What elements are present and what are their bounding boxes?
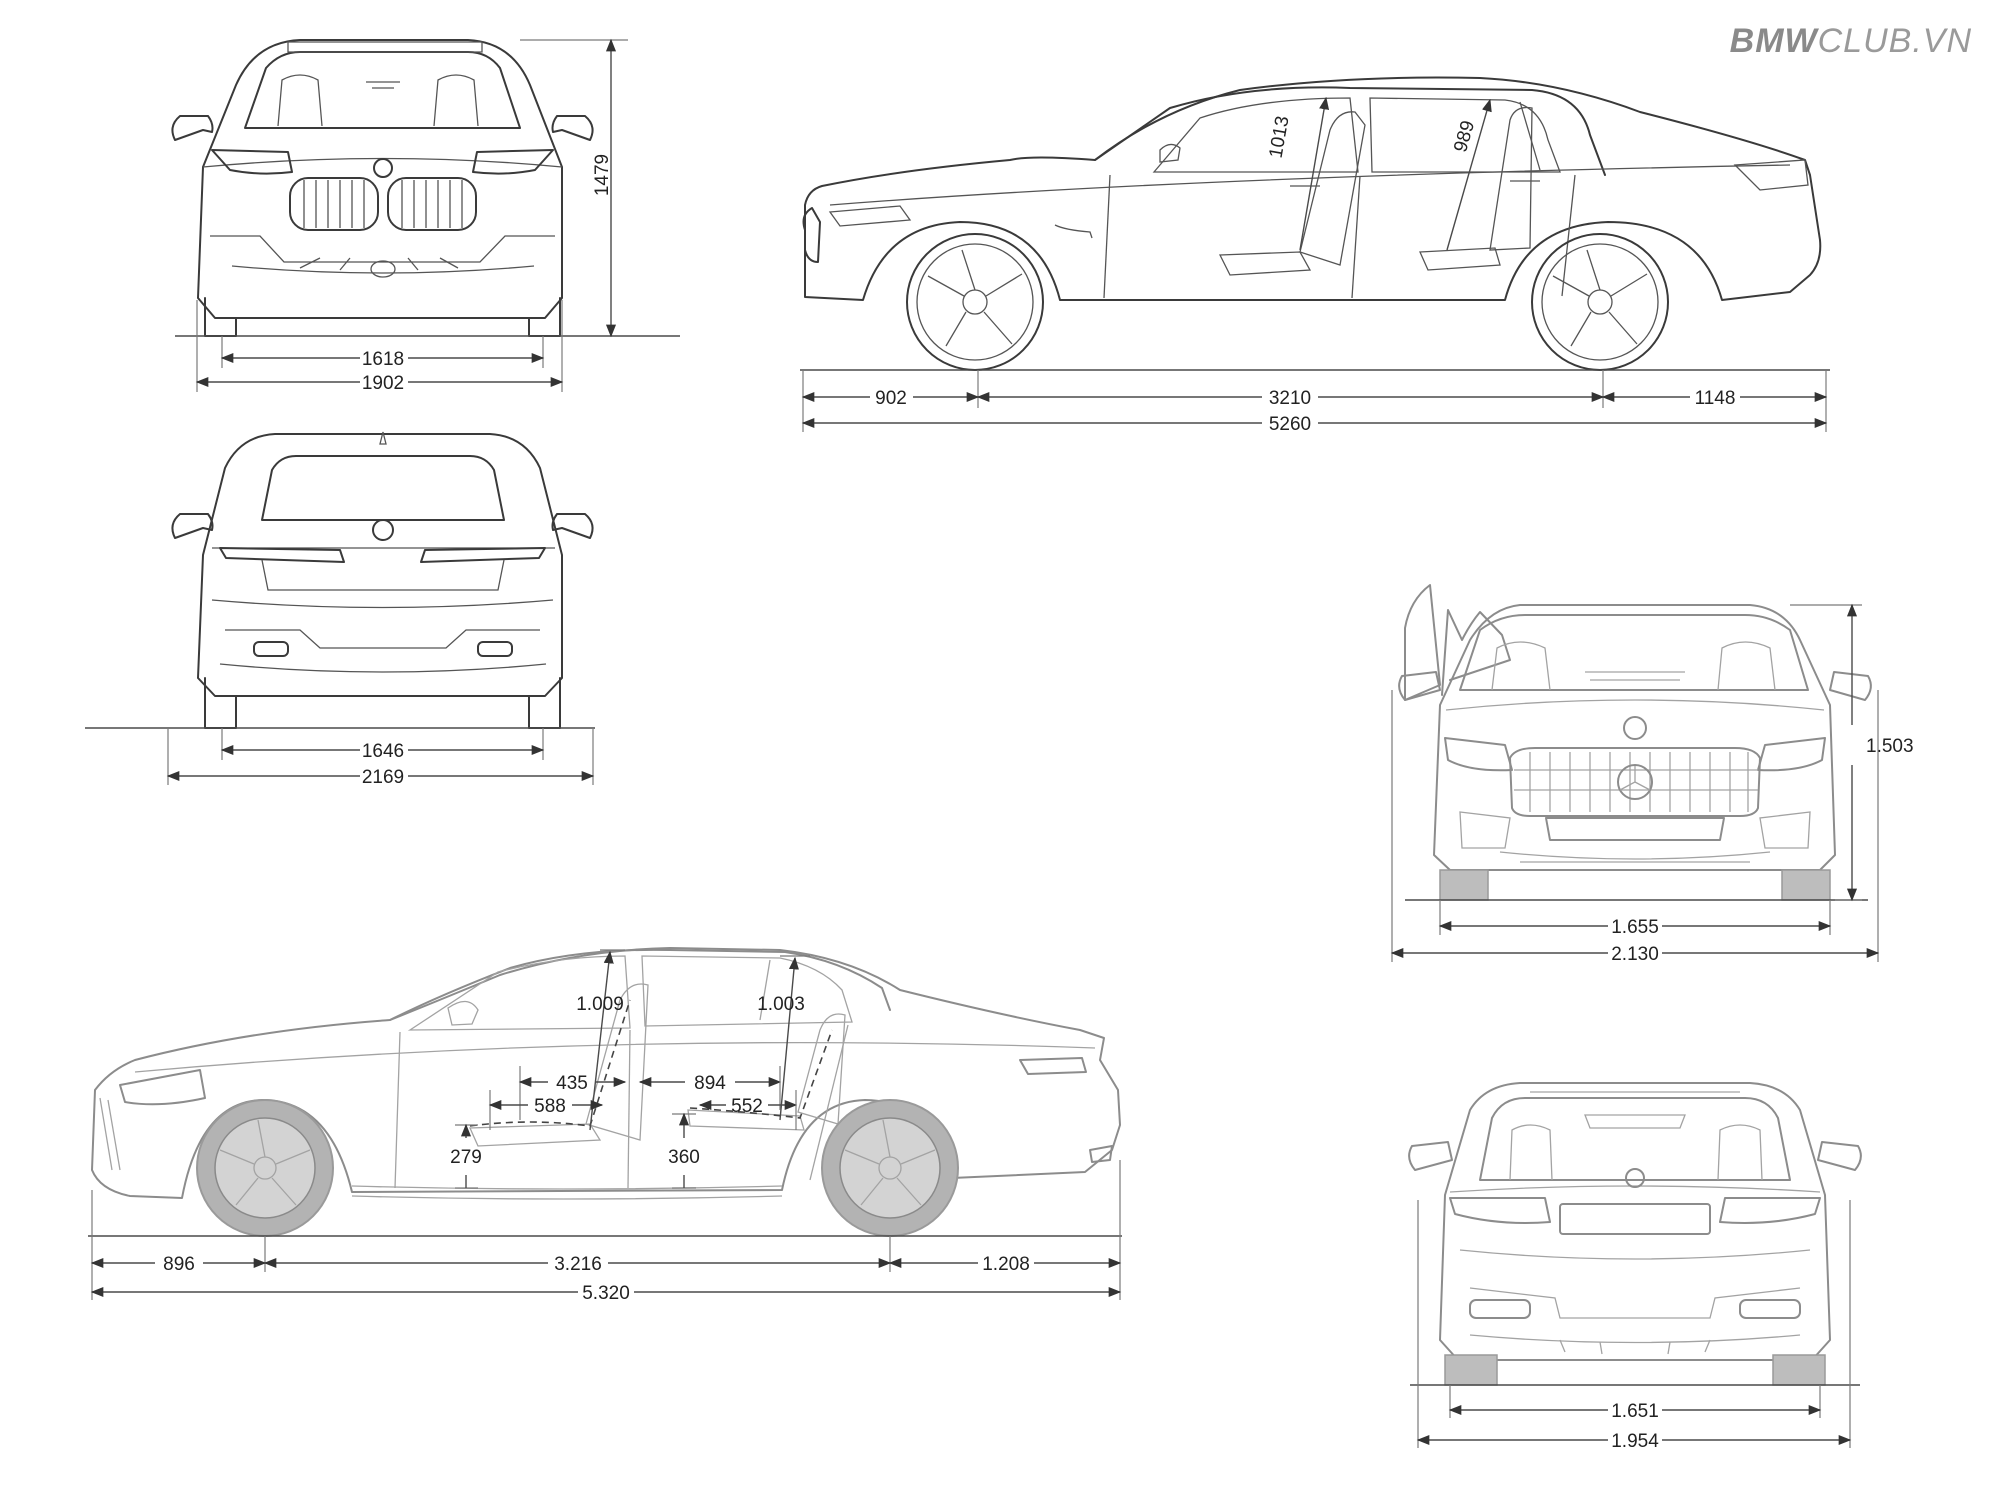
mercedes-rear-legroom-a-label: 894: [694, 1073, 726, 1094]
bmw-rear-headroom-label: 989: [1450, 118, 1479, 154]
mercedes-rear-view: 1.651 1.954: [1408, 1082, 1862, 1452]
bmw-height-label: 1479: [592, 154, 613, 196]
mercedes-rear-legroom-b-label: 552: [731, 1096, 763, 1117]
bmw-length-label: 5260: [1269, 414, 1311, 435]
mercedes-rear-headroom-label: 1.003: [757, 994, 805, 1015]
mercedes-front-legroom-a-label: 435: [556, 1073, 588, 1094]
bmw-rear-width-label: 2169: [362, 767, 404, 788]
mercedes-front-legroom-b-label: 588: [534, 1096, 566, 1117]
bmw-rear-overhang-label: 1148: [1695, 388, 1736, 409]
mercedes-length-label: 5.320: [582, 1283, 630, 1304]
mercedes-front-seat-height-label: 279: [450, 1147, 482, 1168]
watermark-rest: CLUB.VN: [1817, 22, 1972, 60]
mercedes-height-label: 1.503: [1866, 736, 1914, 757]
mercedes-wheelbase-label: 3.216: [554, 1254, 602, 1275]
watermark-bold: BMW: [1729, 22, 1818, 60]
bmw-front-view: 1479 1618 1902: [171, 38, 680, 394]
mercedes-front-headroom-label: 1.009: [576, 994, 624, 1015]
bmw-front-overhang-label: 902: [875, 388, 907, 409]
mercedes-front-overhang-label: 896: [163, 1254, 195, 1275]
mercedes-front-track-label: 1.655: [1611, 917, 1659, 938]
bmw-front-headroom-label: 1013: [1266, 114, 1294, 159]
bmw-front-track-label: 1618: [362, 349, 404, 370]
mercedes-rear-seat-height-label: 360: [668, 1147, 700, 1168]
mercedes-rear-track-label: 1.651: [1611, 1401, 1659, 1422]
bmw-rear-view: 1646 2169: [85, 431, 595, 788]
mercedes-side-view: 1.009 1.003 435 588 894 552 279 360: [88, 947, 1122, 1304]
mercedes-front-width-label: 2.130: [1611, 944, 1659, 965]
watermark-logo: BMWCLUB.VN: [1730, 22, 1972, 61]
mercedes-rear-overhang-label: 1.208: [982, 1254, 1030, 1275]
bmw-wheelbase-label: 3210: [1269, 388, 1311, 409]
bmw-rear-track-label: 1646: [362, 741, 404, 762]
bmw-width-label: 1902: [362, 373, 404, 394]
mercedes-front-view: 1.503 1.655 2.130: [1390, 584, 1914, 965]
mercedes-rear-width-label: 1.954: [1611, 1431, 1659, 1452]
bmw-side-view: 1013 989 902 3210 1148 5260: [800, 76, 1830, 435]
